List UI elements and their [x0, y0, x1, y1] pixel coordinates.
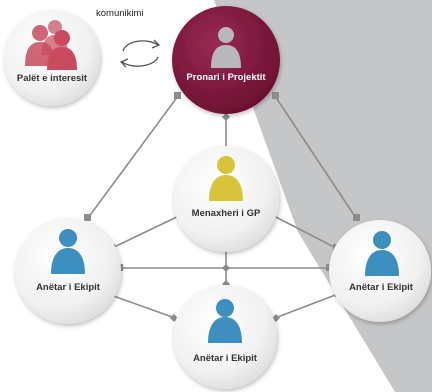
connector-manager-to-left-member [111, 213, 184, 249]
group-people-icon [25, 20, 77, 70]
node-label-project-manager: Menaxheri i GP [192, 208, 261, 219]
connector-right-to-bottom-member [274, 293, 339, 319]
connector-endpoint [353, 214, 360, 221]
person-icon [211, 27, 241, 68]
communication-caption: komunikimi [96, 8, 144, 19]
node-label-stakeholders: Palët e interesit [17, 73, 88, 84]
connector-manager-to-right-member [269, 213, 337, 249]
connector-diamond [222, 113, 230, 121]
cycle-arrows-icon [119, 39, 161, 68]
connector-endpoint [272, 92, 279, 99]
node-label-team-member-right: Anëtar i Ekipit [349, 282, 414, 293]
person-icon [365, 231, 399, 276]
person-icon [51, 229, 85, 274]
connector-owner-to-left-member [87, 95, 179, 219]
connector-diamond [222, 264, 230, 272]
node-label-team-member-left: Anëtar i Ekipit [36, 282, 101, 293]
node-label-project-owner: Pronari i Projektit [186, 72, 266, 83]
connector-endpoint [84, 214, 91, 221]
connector-owner-to-right-member [274, 95, 357, 219]
node-label-team-member-bottom: Anëtar i Ekipit [193, 353, 258, 364]
connector-lines [87, 95, 357, 319]
connector-left-to-bottom-member [107, 293, 176, 319]
person-icon [209, 156, 243, 201]
connector-endpoint [174, 92, 181, 99]
person-icon [208, 299, 242, 343]
